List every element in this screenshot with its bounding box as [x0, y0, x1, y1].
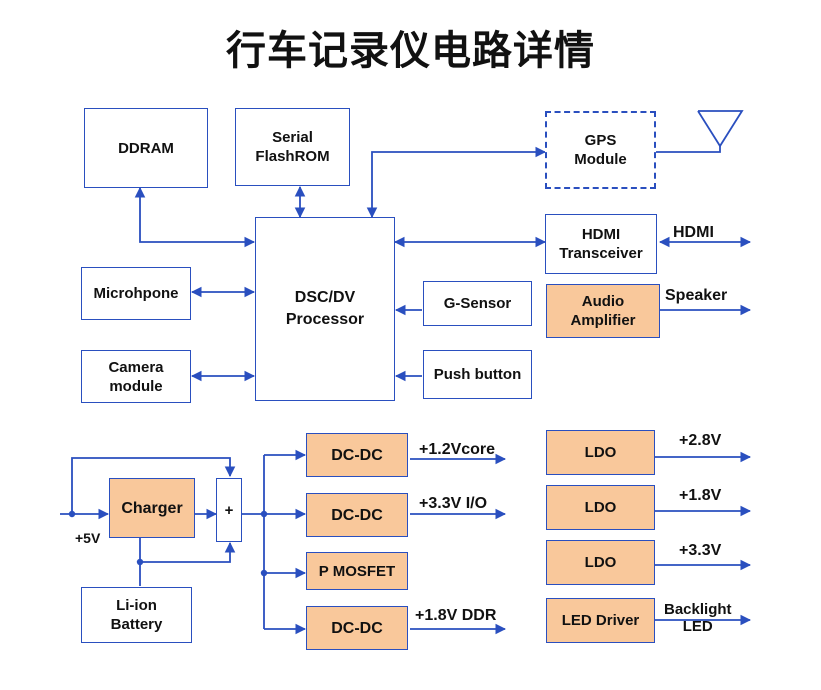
- 3v3-label: +3.3V: [679, 542, 722, 559]
- 5v-label: +5V: [75, 530, 101, 546]
- dc-dc-1v2-block: DC-DC: [306, 433, 408, 477]
- ddram-block: DDRAM: [84, 108, 208, 188]
- ldo-1v8-block: LDO: [546, 485, 655, 530]
- hdmi-label: HDMI: [673, 224, 714, 241]
- backlight-led-label: Backlight LED: [664, 601, 732, 635]
- dc-dc-1v8-block: DC-DC: [306, 606, 408, 650]
- page-title: 行车记录仪电路详情: [226, 28, 595, 74]
- ldo-3v3-block: LDO: [546, 540, 655, 585]
- flashrom-block: Serial FlashROM: [235, 108, 350, 186]
- audio-amplifier-block: Audio Amplifier: [546, 284, 660, 338]
- push-button-block: Push button: [423, 350, 532, 399]
- 1v8-label: +1.8V: [679, 487, 722, 504]
- g-sensor-block: G-Sensor: [423, 281, 532, 326]
- charger-block: Charger: [109, 478, 195, 538]
- antenna-icon: [697, 110, 744, 148]
- dc-dc-3v3-block: DC-DC: [306, 493, 408, 537]
- dsc-processor-block: DSC/DV Processor: [255, 217, 395, 401]
- 2v8-label: +2.8V: [679, 432, 722, 449]
- hdmi-transceiver-block: HDMI Transceiver: [545, 214, 657, 274]
- camera-module-block: Camera module: [81, 350, 191, 403]
- 1v8ddr-label: +1.8V DDR: [415, 607, 497, 624]
- microphone-block: Microhpone: [81, 267, 191, 320]
- speaker-label: Speaker: [665, 287, 728, 304]
- 1v2core-label: +1.2Vcore: [419, 441, 496, 458]
- gps-module-block: GPS Module: [545, 111, 656, 189]
- power-combiner-block: +: [216, 478, 242, 542]
- 3v3io-label: +3.3V I/O: [419, 495, 488, 512]
- li-ion-battery-block: Li-ion Battery: [81, 587, 192, 643]
- led-driver-block: LED Driver: [546, 598, 655, 643]
- ldo-2v8-block: LDO: [546, 430, 655, 475]
- p-mosfet-block: P MOSFET: [306, 552, 408, 590]
